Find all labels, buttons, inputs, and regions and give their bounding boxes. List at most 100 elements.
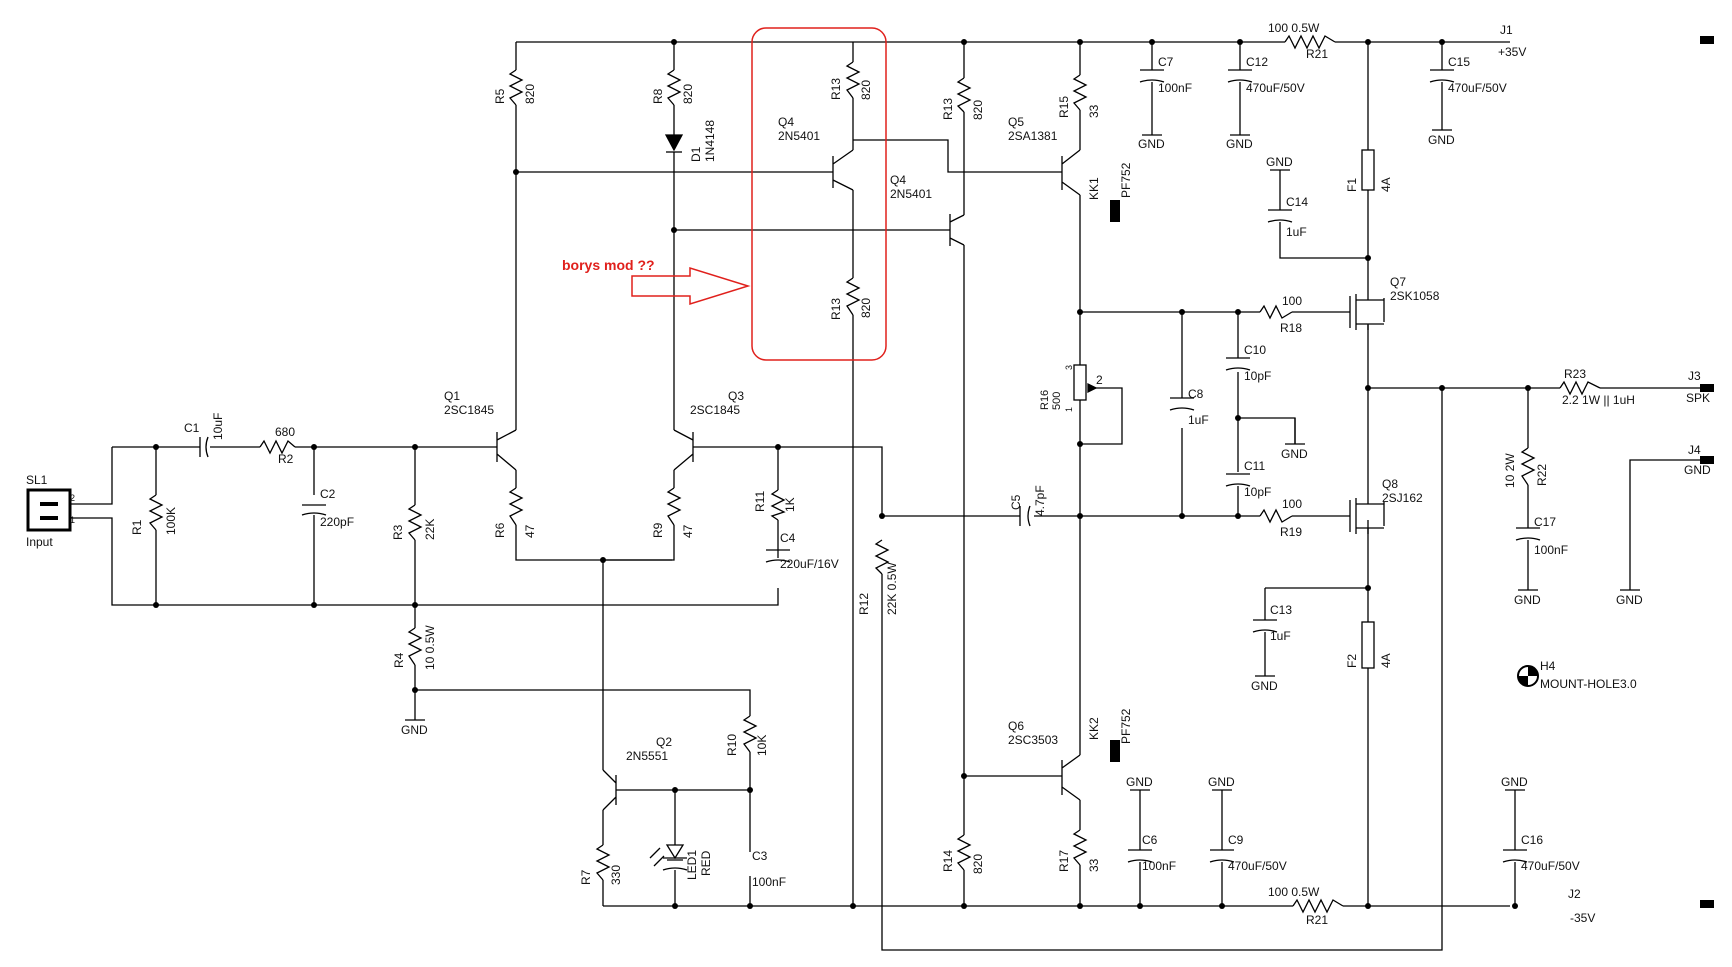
r2-ref: R2	[278, 452, 294, 466]
q4b-ref: Q4	[890, 173, 906, 187]
r12-value: 22K 0.5W	[885, 562, 899, 615]
r16-pin2: 2	[1096, 373, 1103, 387]
d1-value: 1N4148	[703, 120, 717, 162]
q4a-value: 2N5401	[778, 129, 820, 143]
r19-ref: R19	[1280, 525, 1302, 539]
c11-value: 10pF	[1244, 485, 1271, 499]
r8-value: 820	[681, 84, 695, 104]
q7-value: 2SK1058	[1390, 289, 1440, 303]
f1-value: 4A	[1379, 177, 1393, 192]
sl1-pin1: 1	[70, 515, 75, 525]
q5-ref: Q5	[1008, 115, 1024, 129]
gnd-label-c7: GND	[1138, 137, 1165, 151]
r21-ref: R21	[1306, 913, 1328, 927]
gnd-label-r4: GND	[401, 723, 428, 737]
kk2-ref: KK2	[1087, 717, 1101, 740]
q8-ref: Q8	[1382, 477, 1398, 491]
r15-value: 33	[1087, 104, 1101, 118]
kk2-value: PF752	[1119, 708, 1133, 744]
r4-value: 10 0.5W	[423, 625, 437, 670]
gnd-label-c16: GND	[1501, 775, 1528, 789]
c13-ref: C13	[1270, 603, 1292, 617]
q4a-ref: Q4	[778, 115, 794, 129]
led1-ref: LED1	[685, 850, 699, 880]
j3-ref: J3	[1688, 369, 1701, 383]
c13-value: 1uF	[1270, 629, 1291, 643]
c5-ref: C5	[1009, 494, 1023, 510]
q5-value: 2SA1381	[1008, 129, 1058, 143]
resistor-symbols	[148, 34, 1601, 914]
d1-ref: D1	[689, 146, 703, 162]
gnd-label-j4: GND	[1616, 593, 1643, 607]
j2-value: -35V	[1570, 911, 1595, 925]
f2-ref: F2	[1345, 654, 1359, 668]
r9-ref: R9	[651, 522, 665, 538]
wires	[70, 41, 1700, 951]
r17-value: 33	[1087, 858, 1101, 872]
annotation-text: borys mod ??	[562, 257, 655, 273]
r16-pin1: 1	[1064, 407, 1074, 412]
r11-value: 1K	[783, 497, 797, 512]
r13a-ref: R13	[829, 78, 843, 100]
r2-value: 680	[275, 425, 295, 439]
c14-ref: C14	[1286, 195, 1308, 209]
r7-value: 330	[609, 865, 623, 885]
transistor-symbols	[496, 149, 1385, 811]
c6-ref: C6	[1142, 833, 1158, 847]
gnd-label-c6: GND	[1126, 775, 1153, 789]
r13a-value: 820	[859, 80, 873, 100]
gnd-label-c10: GND	[1281, 447, 1308, 461]
r13b-value: 820	[859, 298, 873, 318]
r20-value: 100 0.5W	[1268, 21, 1320, 35]
r5-value: 820	[523, 84, 537, 104]
f1-ref: F1	[1345, 178, 1359, 192]
c3-ref: C3	[752, 849, 768, 863]
c7-value: 100nF	[1158, 81, 1192, 95]
gnd-label-c15: GND	[1428, 133, 1455, 147]
component-labels: J1 +35V J2 -35V J3 SPK J4 GND SL1 Input …	[26, 21, 1711, 927]
j3-value: SPK	[1686, 391, 1710, 405]
sl1-value: Input	[26, 535, 53, 549]
c15-ref: C15	[1448, 55, 1470, 69]
r12-ref: R12	[857, 593, 871, 615]
c12-ref: C12	[1246, 55, 1268, 69]
led1-value: RED	[699, 850, 713, 876]
r3-ref: R3	[391, 524, 405, 540]
r23-value: 2.2 1W || 1uH	[1562, 393, 1635, 407]
gnd-label-c13: GND	[1251, 679, 1278, 693]
sl1-pin2: 2	[70, 493, 75, 503]
f2-value: 4A	[1379, 653, 1393, 668]
q2-ref: Q2	[656, 735, 672, 749]
h4-ref: H4	[1540, 659, 1556, 673]
c17-value: 100nF	[1534, 543, 1568, 557]
gnd-label-c12: GND	[1226, 137, 1253, 151]
c10-ref: C10	[1244, 343, 1266, 357]
q4b-value: 2N5401	[890, 187, 932, 201]
r14-ref: R14	[941, 850, 955, 872]
c3-value: 100nF	[752, 875, 786, 889]
r18-ref: R18	[1280, 321, 1302, 335]
c1-ref: C1	[184, 421, 200, 435]
j4-ref: J4	[1688, 443, 1701, 457]
r19-value: 100	[1282, 497, 1302, 511]
capacitor-symbols	[199, 69, 1541, 871]
q3-ref: Q3	[728, 389, 744, 403]
q8-value: 2SJ162	[1382, 491, 1423, 505]
r13c-value: 820	[971, 100, 985, 120]
c10-value: 10pF	[1244, 369, 1271, 383]
gnd-label-c14: GND	[1266, 155, 1293, 169]
h4-value: MOUNT-HOLE3.0	[1540, 677, 1637, 691]
c15-value: 470uF/50V	[1448, 81, 1507, 95]
c11-ref: C11	[1244, 459, 1265, 473]
q6-value: 2SC3503	[1008, 733, 1058, 747]
c8-value: 1uF	[1188, 413, 1209, 427]
c12-value: 470uF/50V	[1246, 81, 1305, 95]
c8-ref: C8	[1188, 387, 1204, 401]
r1-ref: R1	[130, 519, 144, 535]
r16-value: 500	[1051, 392, 1063, 410]
c1-value: 10uF	[211, 413, 225, 440]
c16-value: 470uF/50V	[1521, 859, 1580, 873]
r3-value: 22K	[423, 519, 437, 540]
r7-ref: R7	[579, 869, 593, 885]
